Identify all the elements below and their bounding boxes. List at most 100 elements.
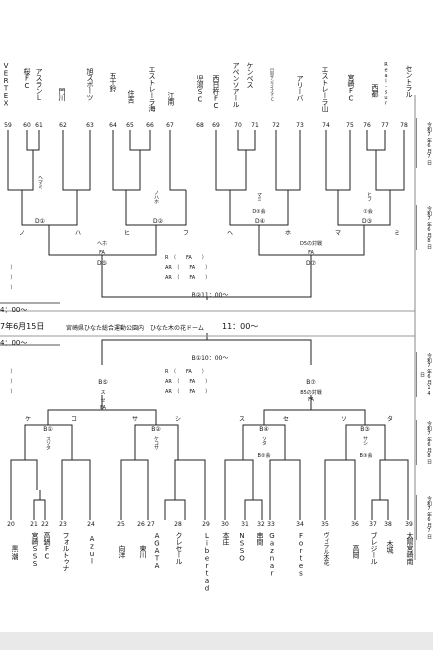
paren: ） (10, 265, 16, 271)
team-number: 72 (272, 122, 280, 129)
match-label: ヒフ (366, 192, 372, 201)
team-name: クレセール (175, 532, 183, 565)
paren: ） (10, 285, 16, 291)
referee-line: R （ FA ） (165, 255, 207, 261)
team-name: 住吉 (127, 90, 135, 103)
team-name: 木城 (386, 540, 394, 553)
team-name: エストレーラ海 (148, 66, 156, 112)
team-number: 23 (59, 521, 67, 528)
team-name: Azul (88, 535, 96, 565)
match-id: B② (151, 426, 161, 433)
team-number: 60 (23, 122, 31, 129)
time-left-2: 4：00～ (0, 339, 28, 347)
team-name: 本庄 (222, 532, 230, 545)
slot-letter: ホ (284, 230, 291, 237)
team-name: 高鍋FC (43, 532, 51, 560)
team-name: セントラル (405, 65, 413, 98)
side-date: 令和7年6月8日 (416, 205, 433, 250)
d5-fa: FA (99, 250, 105, 256)
b5-id: B⑤ (98, 379, 108, 386)
b7-desc: B5の対戦 (300, 390, 322, 396)
team-number: 21 (30, 521, 38, 528)
side-date: 令和7年6月7日 (416, 495, 433, 540)
referee-line: AR （ FA ） (165, 265, 211, 271)
team-number: 29 (202, 521, 210, 528)
side-date: 令和7年6月7日 (416, 118, 433, 168)
slot-letter: ス (238, 416, 245, 423)
b5-l2: セ (100, 398, 106, 404)
match-id: D① (35, 218, 45, 225)
side-date: 令和7年6月14日 (416, 352, 433, 397)
venue-time: 11：00～ (222, 322, 259, 331)
slot-letter: ケ (24, 416, 31, 423)
match-sub: D②会 (252, 209, 266, 215)
b7-id: B⑦ (306, 379, 316, 386)
paren: ） (10, 369, 16, 375)
team-name: 五十鈴 (109, 72, 117, 92)
team-name: エストレーラ山 (321, 66, 329, 112)
referee-line: AR （ FA ） (165, 275, 211, 281)
match-label: サシ (362, 436, 368, 445)
team-name: アペンソアール (232, 62, 240, 108)
team-name: 潮 (11, 553, 19, 560)
match-id: D③ (362, 218, 372, 225)
team-number: 34 (296, 521, 304, 528)
slot-letter: ヘ (226, 230, 233, 237)
team-number: 35 (321, 521, 329, 528)
team-number: 24 (87, 521, 95, 528)
date-line: 7年6月15日 (0, 322, 45, 331)
match-label: マミ (256, 192, 262, 201)
paren: ） (10, 275, 16, 281)
team-name: 門川 (58, 88, 66, 101)
referee-line: AR （ FA ） (165, 389, 211, 395)
d7-id: D⑦ (306, 260, 316, 267)
team-name: 日向サンライズFC (270, 68, 275, 102)
team-name: 旭スポーツ (86, 68, 94, 101)
match-label: スソタ (45, 436, 51, 450)
match-id: D② (153, 218, 163, 225)
team-name: 宮崎FC (347, 74, 355, 102)
team-number: 67 (166, 122, 174, 129)
team-number: 59 (4, 122, 12, 129)
team-number: 69 (212, 122, 220, 129)
team-number: 22 (41, 521, 49, 528)
slot-letter: シ (174, 416, 181, 423)
team-name: 江南 (167, 92, 175, 105)
match-label: ケコサ (153, 436, 159, 450)
team-number: 25 (117, 521, 125, 528)
match-id: B③ (360, 426, 370, 433)
match-sub: B③会 (359, 453, 373, 459)
team-number: 65 (126, 122, 134, 129)
slot-letter: マ (334, 230, 341, 237)
team-name: Fortes (297, 532, 305, 577)
team-name: アスランＬ (35, 68, 43, 101)
team-name: Real-sur (383, 62, 389, 106)
referee-line: AR （ FA ） (165, 379, 211, 385)
footer-bar (0, 632, 433, 650)
referee-line: R （ FA ） (165, 369, 207, 375)
slot-letter: ソ (340, 416, 347, 423)
team-number: 66 (146, 122, 154, 129)
team-name: 桜FC (23, 68, 31, 90)
match-sub: ①会 (363, 209, 373, 215)
team-number: 74 (322, 122, 330, 129)
team-name: AGATA (153, 532, 161, 570)
team-number: 63 (86, 122, 94, 129)
team-name: 西都 (371, 84, 379, 97)
team-name: アリーバ (296, 75, 304, 101)
team-name: 西日杵FC (212, 75, 220, 110)
b5-fa: FA (100, 405, 106, 411)
team-name: ブレジール (370, 532, 378, 565)
team-name: フォルトゥナ (62, 532, 70, 571)
slot-letter: フ (182, 230, 189, 237)
team-number: 73 (296, 122, 304, 129)
team-name: VERTEX (2, 62, 10, 107)
match-label: ヘマミ (37, 175, 43, 189)
slot-letter: サ (131, 416, 138, 423)
team-number: 27 (147, 521, 155, 528)
d7-fa: FA (308, 250, 314, 256)
match-label: ノハホ (153, 190, 159, 204)
team-number: 33 (267, 521, 275, 528)
team-number: 32 (257, 521, 265, 528)
team-number: 30 (221, 521, 229, 528)
